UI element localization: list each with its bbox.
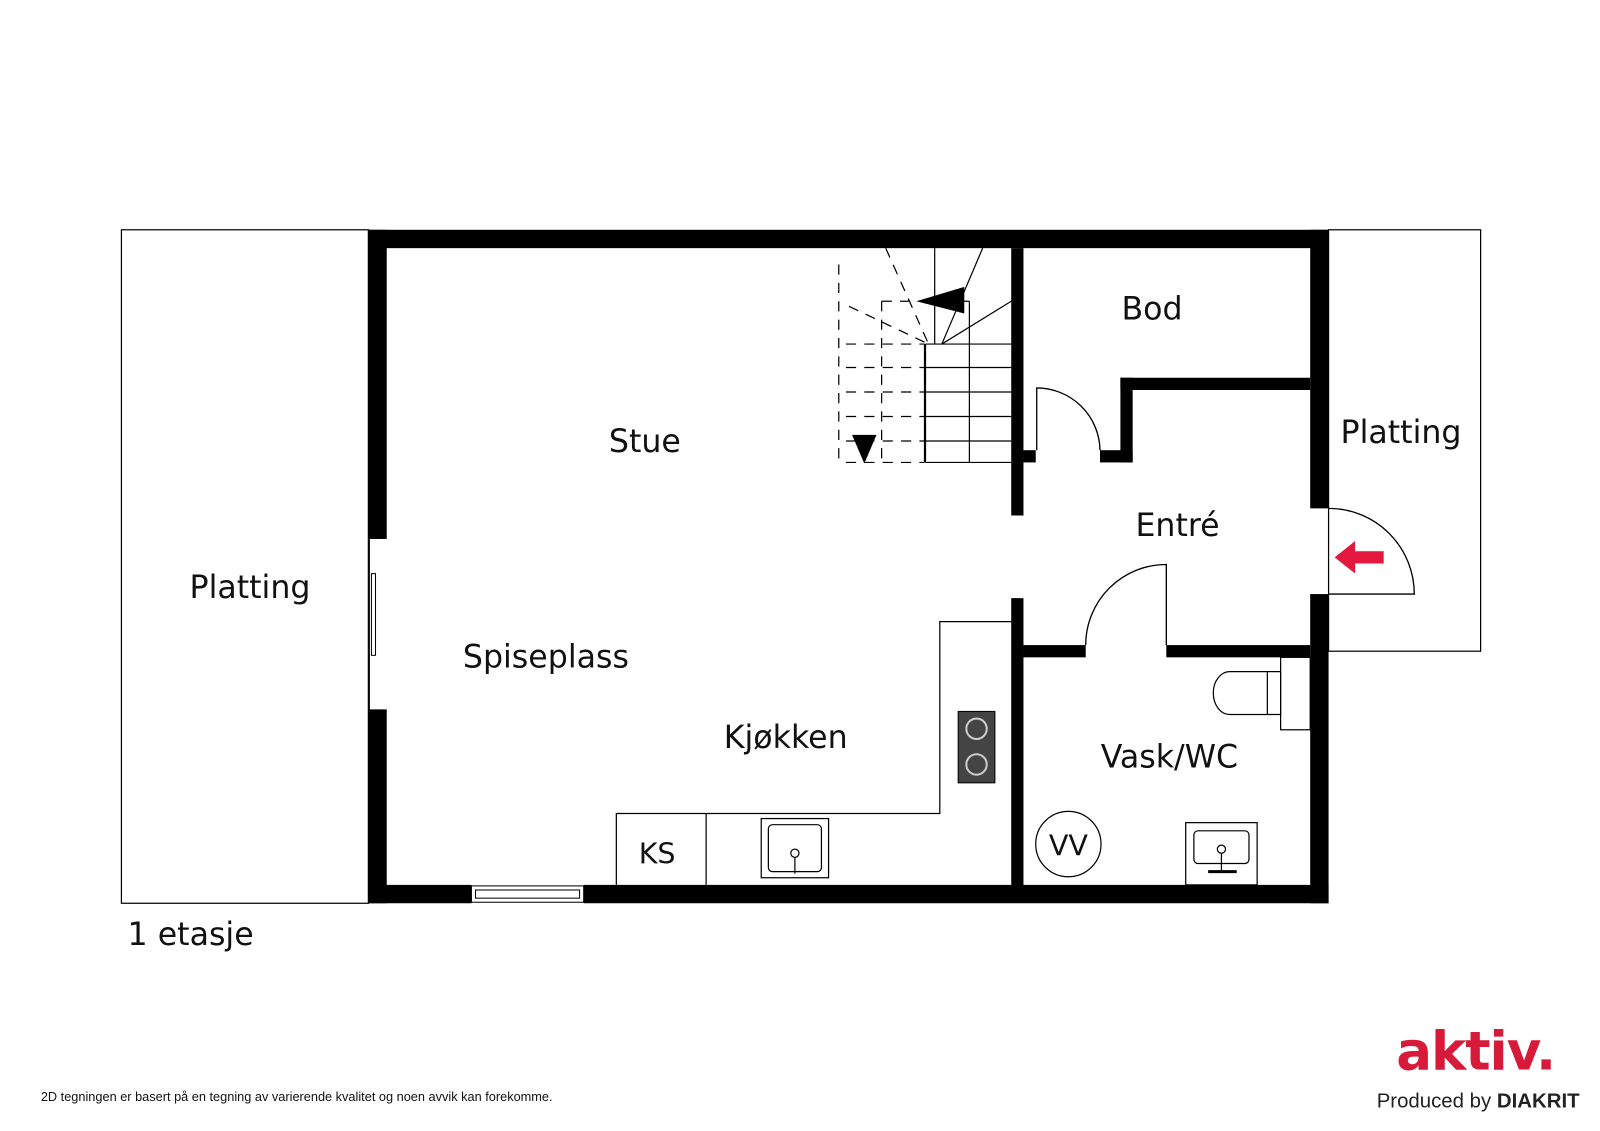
disclaimer: 2D tegningen er basert på en tegning av … bbox=[41, 1089, 553, 1104]
room-label-vask-wc: Vask/WC bbox=[1101, 740, 1238, 776]
room-label-entre: Entré bbox=[1135, 508, 1219, 544]
room-label-spiseplass: Spiseplass bbox=[463, 640, 629, 676]
kitchen-counter bbox=[615, 621, 1012, 885]
window-bottom bbox=[470, 885, 585, 903]
logo-aktiv: aktiv. bbox=[1396, 1021, 1555, 1083]
sliding-door-left bbox=[368, 538, 377, 710]
room-label-platting-left: Platting bbox=[190, 570, 311, 606]
floor-label: 1 etasje bbox=[128, 917, 254, 953]
door-entrance[interactable] bbox=[1328, 507, 1415, 595]
room-label-bod: Bod bbox=[1121, 292, 1182, 328]
water-heater-circle bbox=[1035, 810, 1102, 878]
staircase bbox=[838, 247, 1012, 464]
stair-arrow-up-icon bbox=[916, 286, 965, 314]
kitchen-sink-icon bbox=[760, 817, 830, 879]
door-vask bbox=[1085, 563, 1167, 646]
label-vv: VV bbox=[1049, 828, 1089, 862]
room-label-platting-right: Platting bbox=[1341, 415, 1462, 451]
room-label-kjokken: Kjøkken bbox=[724, 720, 848, 756]
stove-icon bbox=[957, 710, 996, 784]
toilet-icon bbox=[1212, 656, 1311, 731]
produced-by: Produced by DIAKRIT bbox=[1377, 1090, 1580, 1112]
window-left bbox=[368, 358, 387, 475]
entrance-arrow-icon bbox=[1334, 541, 1384, 574]
stair-arrow-down-icon bbox=[852, 434, 877, 464]
door-bod bbox=[1036, 387, 1101, 451]
bathroom-sink-icon bbox=[1185, 822, 1258, 886]
label-ks: KS bbox=[639, 836, 676, 870]
room-label-stue: Stue bbox=[609, 424, 681, 460]
walls bbox=[368, 229, 1329, 904]
platting-left-area bbox=[120, 229, 369, 904]
